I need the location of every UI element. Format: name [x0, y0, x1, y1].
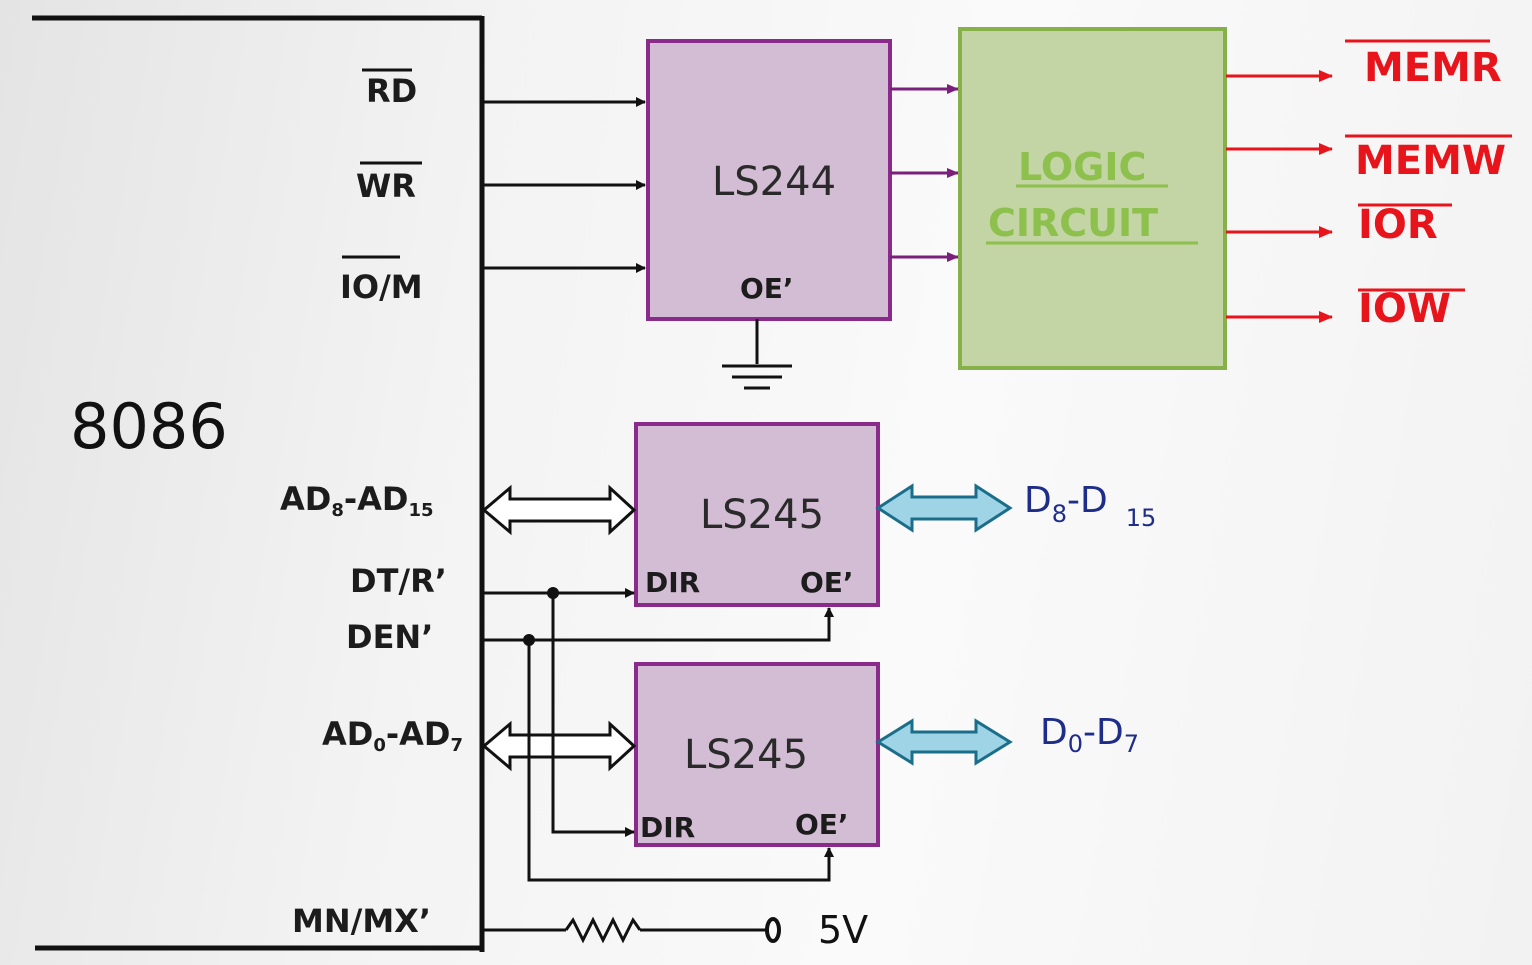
- supply-terminal: [765, 917, 781, 943]
- ad0-ad7-bus-arrow: [481, 720, 637, 772]
- d8-d15-bus-arrow: [875, 483, 1013, 533]
- command-labels: MEMR MEMW IOR IOW: [1345, 39, 1512, 332]
- resistor-symbol: [564, 916, 642, 944]
- ls245-high-oe-label: OE’: [800, 566, 854, 599]
- d0-d7-bus-arrow: [875, 718, 1013, 766]
- ls245-low-label: LS245: [684, 732, 808, 778]
- signal-ad0-ad7-label: AD0-AD7: [322, 715, 463, 756]
- signal-ad8-ad15-label: AD8-AD15: [280, 480, 434, 521]
- logic-circuit-line2: CIRCUIT: [988, 201, 1158, 245]
- processor-block: 8086: [32, 15, 485, 952]
- den-wire-low: [527, 640, 834, 882]
- command-outputs: [1226, 70, 1333, 323]
- ls244-box: [646, 39, 892, 321]
- processor-label: 8086: [70, 390, 228, 463]
- output-iow-label: IOW: [1358, 286, 1451, 332]
- ad-bus-arrows: [481, 484, 637, 772]
- signal-io-m-label: IO/M: [340, 268, 423, 306]
- ls245-low-dir-label: DIR: [640, 811, 695, 844]
- signal-labels: RD WR IO/M AD8-AD15 DT/R’ DEN’ AD0-AD7 M…: [280, 68, 463, 940]
- logic-circuit-box: [958, 27, 1227, 370]
- signal-wr-label: WR: [356, 167, 416, 205]
- ls245-low-box: [634, 662, 880, 847]
- ls245-high-block: LS245 DIR OE’: [634, 422, 880, 607]
- ls244-oe-label: OE’: [740, 272, 794, 305]
- output-ior-label: IOR: [1358, 202, 1438, 248]
- data-bus-arrows: [875, 483, 1013, 766]
- latch-outputs: [890, 84, 959, 262]
- ls244-label: LS244: [712, 159, 836, 205]
- signal-dt-r-label: DT/R’: [350, 562, 447, 600]
- ls245-high-dir-label: DIR: [645, 566, 700, 599]
- logic-circuit-block: LOGIC CIRCUIT: [958, 27, 1227, 370]
- dt-r-wire-low: [551, 593, 635, 837]
- ls244-block: LS244 OE’: [646, 39, 892, 321]
- output-memr-label: MEMR: [1364, 45, 1502, 91]
- ad8-ad15-bus-arrow: [481, 484, 637, 536]
- den-wire-high: [484, 607, 834, 642]
- control-lines: [484, 97, 646, 273]
- ground-symbol: [722, 319, 792, 390]
- ls245-high-label: LS245: [700, 492, 824, 538]
- output-memw-label: MEMW: [1355, 138, 1506, 184]
- signal-den-label: DEN’: [346, 618, 433, 656]
- signal-mn-mx-label: MN/MX’: [292, 902, 431, 940]
- junction-dots: [523, 587, 559, 646]
- ls245-low-block: LS245 DIR OE’: [634, 662, 880, 847]
- ls245-high-box: [634, 422, 880, 607]
- signal-rd-label: RD: [366, 72, 417, 110]
- supply-5v-label: 5V: [818, 908, 868, 952]
- d0-d7-label: D0-D7: [1040, 712, 1139, 758]
- ls245-low-oe-label: OE’: [795, 808, 849, 841]
- logic-circuit-line1: LOGIC: [1018, 145, 1146, 189]
- mn-mx-pullup: [484, 916, 781, 944]
